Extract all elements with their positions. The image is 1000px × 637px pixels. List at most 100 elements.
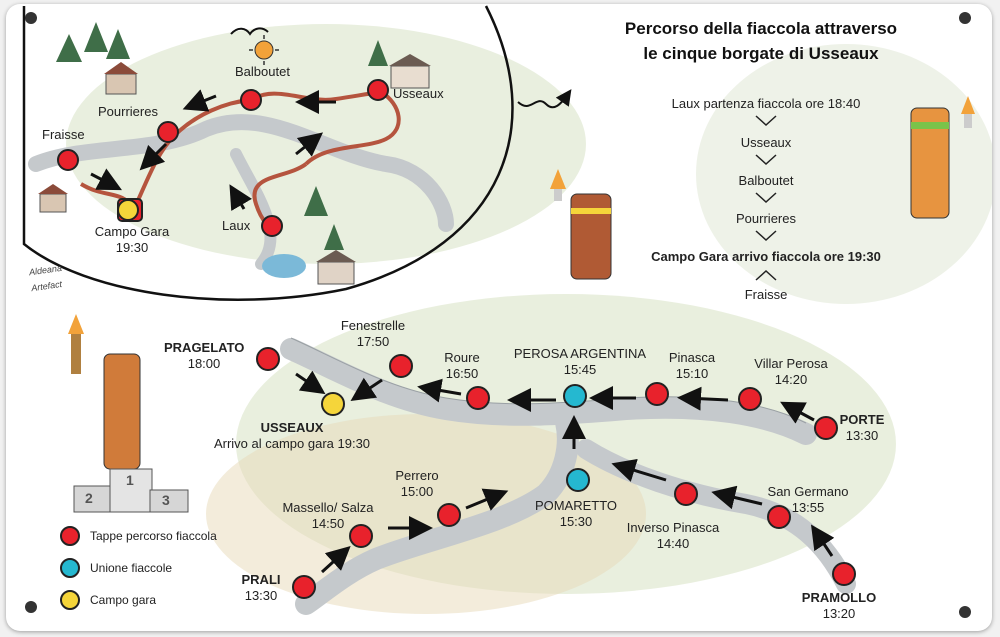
- label-pragelato: PRAGELATO 18:00: [164, 340, 244, 372]
- perrero-time: 15:00: [400, 484, 434, 499]
- label-san-germano: San Germano 13:55: [758, 484, 858, 516]
- sequence-item: Laux partenza fiaccola ore 18:40: [671, 96, 861, 111]
- map-title: Percorso della fiaccola attraverso le ci…: [586, 16, 936, 66]
- title-line-2: le cinque borgate di Usseaux: [643, 44, 879, 63]
- sequence-item: Usseaux: [740, 135, 792, 150]
- direction-arrow: [90, 89, 336, 212]
- stop-pragelato: [256, 347, 280, 371]
- fenestrelle-name: Fenestrelle: [340, 318, 406, 333]
- pragelato-name: PRAGELATO: [164, 340, 245, 355]
- legend-tappe: Tappe percorso fiaccola: [60, 526, 217, 546]
- label-pinasca: Pinasca 15:10: [662, 350, 722, 382]
- pramollo-name: PRAMOLLO: [801, 590, 877, 605]
- porte-name: PORTE: [839, 412, 885, 427]
- legend-dot-blue: [60, 558, 80, 578]
- stop-campo-gara: [117, 199, 139, 221]
- sangermano-name: San Germano: [767, 484, 849, 499]
- village-map-boundary: [22, 5, 514, 301]
- pramollo-time: 13:20: [822, 606, 856, 621]
- roure-time: 16:50: [445, 366, 479, 381]
- pomaretto-name: POMARETTO: [534, 498, 618, 513]
- stop-pourrieres: [157, 121, 179, 143]
- stop-perrero: [437, 503, 461, 527]
- campo-gara-name: Campo Gara: [94, 224, 170, 239]
- label-villar-perosa: Villar Perosa 14:20: [746, 356, 836, 388]
- perrero-name: Perrero: [395, 468, 439, 483]
- illustration-canvas: [22, 5, 992, 618]
- pragelato-time: 18:00: [187, 356, 221, 371]
- tree-icon: [56, 22, 388, 250]
- inverso-time: 14:40: [656, 536, 690, 551]
- stop-pomaretto: [566, 468, 590, 492]
- label-perosa: PEROSA ARGENTINA 15:45: [510, 346, 650, 378]
- pomaretto-time: 15:30: [559, 514, 593, 529]
- podium-1: 1: [126, 472, 134, 488]
- stop-sangermano: [767, 505, 791, 529]
- stop-laux: [261, 215, 283, 237]
- river: [28, 114, 454, 232]
- label-perrero: Perrero 15:00: [382, 468, 452, 500]
- sequence-item: Campo Gara arrivo fiaccola ore 19:30: [651, 249, 881, 264]
- stop-pramollo: [832, 562, 856, 586]
- stop-pinasca: [645, 382, 669, 406]
- route-stops: [256, 347, 856, 599]
- title-line-1: Percorso della fiaccola attraverso: [624, 19, 898, 38]
- label-balboutet: Balboutet: [235, 64, 290, 79]
- legend-dot-red: [60, 526, 80, 546]
- label-campo-gara: Campo Gara 19:30: [82, 224, 182, 256]
- sun-icon: [249, 35, 279, 65]
- top-stops: [57, 79, 389, 237]
- bird-icon: [230, 27, 269, 36]
- podium-2: 2: [85, 490, 93, 506]
- sequence-item: Fraisse: [744, 287, 788, 302]
- massello-time: 14:50: [311, 516, 345, 531]
- stop-prali: [292, 575, 316, 599]
- legend-label: Tappe percorso fiaccola: [90, 529, 217, 543]
- stop-usseaux: [367, 79, 389, 101]
- lake: [262, 254, 306, 278]
- label-fraisse: Fraisse: [42, 127, 85, 142]
- inverso-name: Inverso Pinasca: [626, 520, 720, 535]
- legend-campo: Campo gara: [60, 590, 156, 610]
- usseaux-name: USSEAUX: [260, 420, 324, 435]
- label-usseaux: Usseaux: [393, 86, 444, 101]
- pinasca-time: 15:10: [675, 366, 709, 381]
- podium-icon: [73, 468, 189, 513]
- label-prali: PRALI 13:30: [226, 572, 296, 604]
- label-pourrieres: Pourrieres: [98, 104, 158, 119]
- map-board: Percorso della fiaccola attraverso le ci…: [6, 4, 992, 631]
- stop-usseaux-campo: [321, 392, 345, 416]
- porte-time: 13:30: [845, 428, 879, 443]
- torch-mascot-icon: [68, 96, 975, 470]
- perosa-time: 15:45: [563, 362, 597, 377]
- label-usseaux-arrival: USSEAUX Arrivo al campo gara 19:30: [192, 420, 392, 452]
- stop-inverso: [674, 482, 698, 506]
- stop-fenestrelle: [389, 354, 413, 378]
- roure-name: Roure: [444, 350, 480, 365]
- label-inverso-pinasca: Inverso Pinasca 14:40: [618, 520, 728, 552]
- perosa-name: PEROSA ARGENTINA: [513, 346, 647, 361]
- campo-gara-time: 19:30: [115, 240, 149, 255]
- squiggle-arrow: [517, 89, 572, 109]
- house-icon: [38, 54, 431, 285]
- legend-unione: Unione fiaccole: [60, 558, 172, 578]
- sequence-item: Balboutet: [738, 173, 794, 188]
- stop-porte: [814, 416, 838, 440]
- stop-villar: [738, 387, 762, 411]
- river-edge: [290, 337, 807, 424]
- label-fenestrelle: Fenestrelle 17:50: [328, 318, 418, 350]
- villar-name: Villar Perosa: [754, 356, 828, 371]
- prali-name: PRALI: [241, 572, 281, 587]
- usseaux-sub: Arrivo al campo gara 19:30: [213, 436, 371, 451]
- label-roure: Roure 16:50: [432, 350, 492, 382]
- villar-time: 14:20: [774, 372, 808, 387]
- stop-perosa: [563, 384, 587, 408]
- stop-balboutet: [240, 89, 262, 111]
- legend-label: Unione fiaccole: [90, 561, 173, 575]
- stop-roure: [466, 386, 490, 410]
- podium-3: 3: [162, 492, 170, 508]
- label-massello: Massello/ Salza 14:50: [268, 500, 388, 532]
- screw-icon: [25, 12, 971, 618]
- direction-arrow: [295, 370, 835, 574]
